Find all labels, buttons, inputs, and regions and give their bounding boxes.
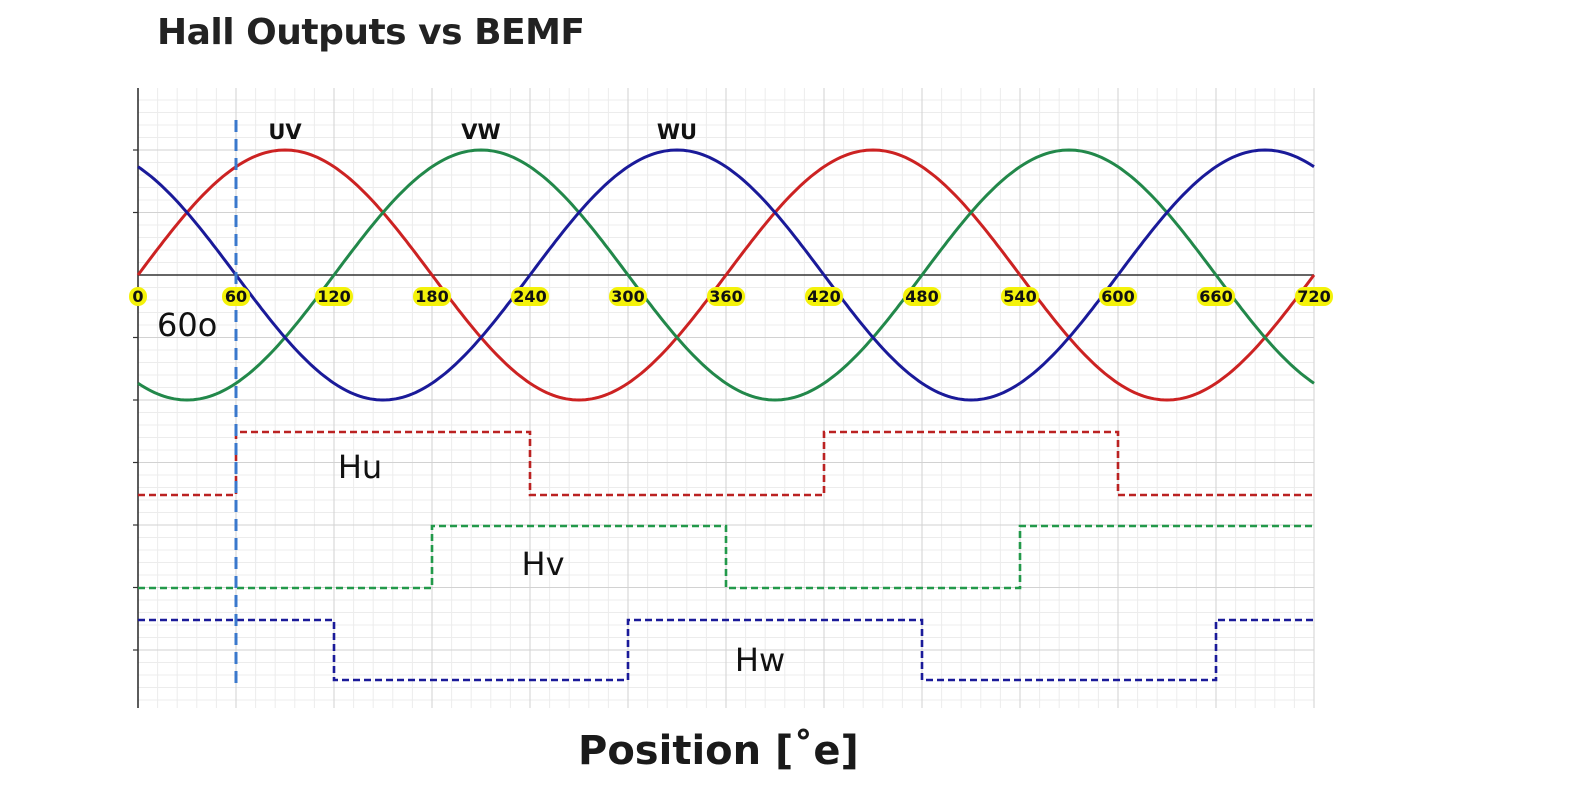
x-tick-bg — [1001, 287, 1039, 306]
x-tick-label: 60 — [225, 287, 247, 306]
x-tick-label: 540 — [1003, 287, 1036, 306]
x-axis-label: Position [˚e] — [578, 728, 859, 774]
x-tick-bg — [805, 287, 843, 306]
bemf-label-vw: VW — [461, 120, 500, 144]
x-tick-label: 660 — [1199, 287, 1232, 306]
bemf-curve-wu — [137, 148, 1315, 402]
x-tick-label: 420 — [807, 287, 840, 306]
x-tick-bg — [511, 287, 549, 306]
x-tick-bg — [1295, 287, 1333, 306]
x-tick-bg — [413, 287, 451, 306]
hall-signal-hu — [138, 430, 1314, 497]
x-tick-bg — [315, 287, 353, 306]
bemf-curve-uv — [136, 148, 1316, 402]
x-tick-label: 180 — [415, 287, 448, 306]
x-tick-label: 240 — [513, 287, 546, 306]
x-tick-label: 360 — [709, 287, 742, 306]
hall-label-hw: Hw — [735, 641, 785, 679]
hall-label-hu: Hu — [338, 448, 382, 486]
bemf-curves — [136, 148, 1316, 402]
chart-title: Hall Outputs vs BEMF — [157, 12, 585, 53]
x-tick-label: 720 — [1297, 287, 1330, 306]
hall-signal-hw — [138, 618, 1314, 682]
x-tick-bg — [1197, 287, 1235, 306]
hall-signal-hv — [138, 524, 1314, 590]
bemf-label-wu: WU — [657, 120, 697, 144]
bemf-curve-vw — [137, 148, 1315, 402]
hall-label-hv: Hv — [522, 545, 565, 583]
x-tick-bg — [222, 287, 250, 306]
x-tick-label: 0 — [132, 287, 143, 306]
annotation-60-degrees: 60o — [157, 306, 217, 344]
x-tick-label: 600 — [1101, 287, 1134, 306]
x-tick-bg — [609, 287, 647, 306]
x-tick-bg — [129, 287, 147, 306]
bemf-label-uv: UV — [268, 120, 302, 144]
x-tick-bg — [707, 287, 745, 306]
hall-signals — [138, 430, 1314, 682]
x-tick-label: 120 — [317, 287, 350, 306]
x-tick-bg — [903, 287, 941, 306]
x-tick-labels: 0 60 120 180 240 300 360 420 480 540 600 660 720 — [129, 287, 1333, 306]
x-tick-label: 480 — [905, 287, 938, 306]
x-tick-label: 300 — [611, 287, 644, 306]
x-tick-bg — [1099, 287, 1137, 306]
